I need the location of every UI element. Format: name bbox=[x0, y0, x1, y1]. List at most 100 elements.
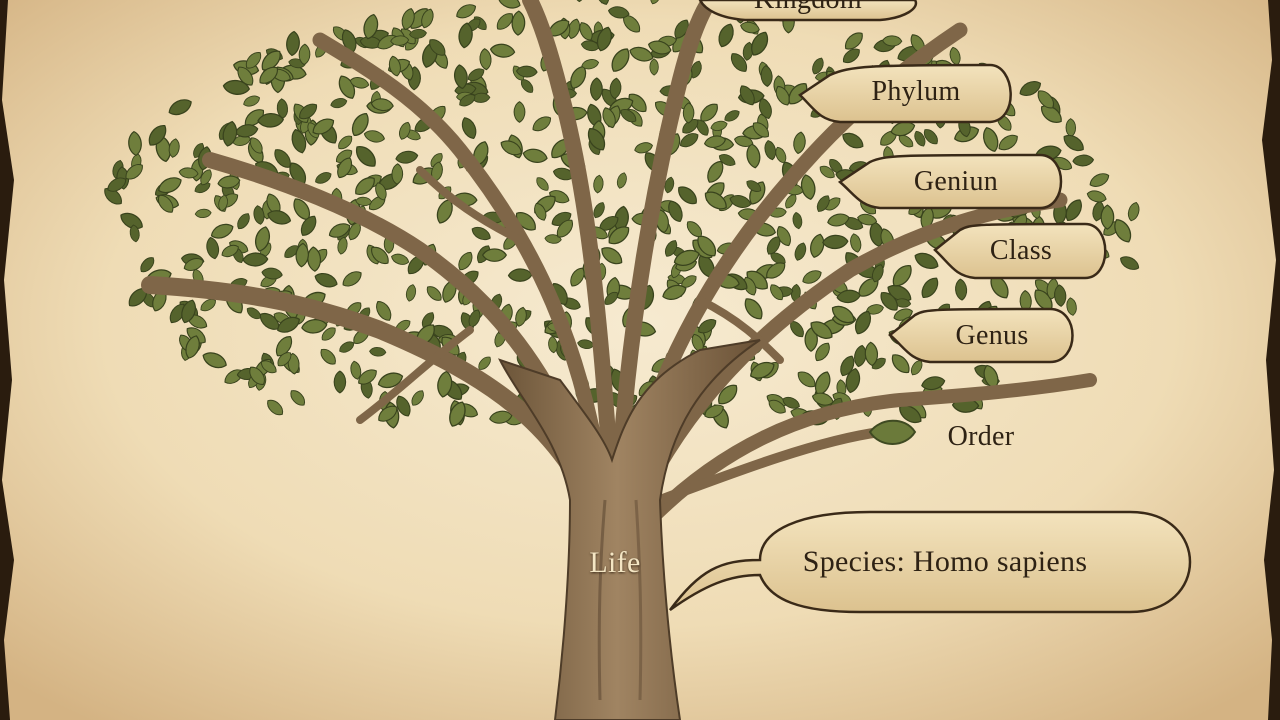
leaf bbox=[370, 98, 394, 112]
leaf bbox=[315, 172, 332, 184]
leaf bbox=[579, 22, 593, 41]
leaf bbox=[391, 163, 404, 185]
leaf bbox=[1037, 90, 1054, 109]
leaf bbox=[698, 319, 717, 334]
leaf bbox=[815, 342, 830, 362]
leaf bbox=[750, 361, 775, 379]
class-bubble bbox=[933, 222, 1107, 280]
leaf bbox=[257, 113, 285, 128]
leaf bbox=[665, 240, 678, 257]
label-bubbles bbox=[669, 0, 1192, 614]
leaf bbox=[872, 264, 884, 283]
leaf bbox=[399, 121, 411, 140]
leaf bbox=[222, 120, 238, 147]
leaf bbox=[983, 364, 999, 389]
leaf bbox=[532, 116, 552, 132]
leaf bbox=[249, 366, 265, 385]
branch-order bbox=[655, 427, 885, 505]
branch-right-mid bbox=[632, 192, 1068, 508]
leaf bbox=[955, 278, 968, 301]
leaf bbox=[751, 31, 769, 56]
leaf bbox=[200, 299, 216, 312]
leaf bbox=[496, 13, 514, 30]
leaf bbox=[608, 226, 630, 245]
order-label: Order bbox=[947, 421, 1015, 452]
leaf bbox=[411, 390, 424, 406]
leaf bbox=[436, 199, 453, 224]
leaf bbox=[200, 169, 212, 186]
trunk-grain bbox=[634, 499, 643, 701]
leaf bbox=[704, 191, 727, 210]
leaf bbox=[601, 247, 623, 265]
leaf bbox=[500, 140, 522, 156]
leaf bbox=[1054, 284, 1067, 307]
leaf bbox=[730, 53, 748, 72]
leaf bbox=[648, 40, 672, 55]
leaf bbox=[286, 30, 300, 57]
leaf bbox=[1100, 204, 1115, 230]
branch-center-left bbox=[522, 0, 618, 468]
leaf bbox=[704, 404, 724, 419]
leaf bbox=[570, 65, 587, 89]
leaf bbox=[314, 273, 338, 288]
leaf bbox=[593, 202, 605, 219]
phylum-bubble bbox=[798, 63, 1012, 124]
leaf bbox=[620, 109, 637, 123]
leaf bbox=[391, 253, 410, 265]
leaf bbox=[842, 217, 864, 230]
leaf bbox=[245, 52, 262, 69]
leaf bbox=[819, 165, 835, 179]
leaf bbox=[471, 226, 491, 241]
leaf bbox=[816, 195, 830, 212]
leaf bbox=[254, 226, 271, 252]
leaf bbox=[459, 94, 476, 107]
leaf bbox=[746, 180, 762, 192]
leaf bbox=[390, 35, 410, 46]
leaf bbox=[673, 249, 700, 266]
leaf bbox=[854, 310, 872, 335]
leaf bbox=[234, 124, 259, 138]
leaf bbox=[178, 167, 199, 179]
leaf bbox=[210, 223, 234, 239]
leaf bbox=[998, 134, 1018, 151]
twig-left-high bbox=[416, 166, 524, 244]
leaf bbox=[611, 48, 630, 72]
leaf bbox=[842, 132, 864, 149]
leaf bbox=[782, 396, 800, 409]
leaf bbox=[348, 222, 361, 241]
leaf bbox=[800, 174, 816, 200]
leaf bbox=[243, 95, 261, 107]
leaf bbox=[429, 39, 446, 56]
leaf bbox=[892, 265, 912, 287]
leaf bbox=[587, 127, 606, 151]
leaf bbox=[300, 215, 317, 236]
leaf bbox=[409, 28, 427, 39]
leaf bbox=[880, 292, 898, 311]
leaf bbox=[369, 347, 387, 357]
leaf bbox=[921, 277, 939, 298]
leaf bbox=[515, 306, 527, 327]
leaf bbox=[752, 122, 769, 138]
leaf bbox=[668, 200, 683, 223]
leaf bbox=[338, 135, 353, 150]
leaf bbox=[431, 161, 443, 182]
leaf bbox=[811, 392, 834, 406]
leaf bbox=[355, 177, 375, 196]
leaf bbox=[634, 142, 653, 154]
leaf bbox=[1066, 297, 1077, 316]
leaf bbox=[461, 117, 477, 140]
leaf bbox=[515, 65, 538, 78]
trunk-life-label: Life bbox=[589, 546, 641, 579]
leaf bbox=[140, 257, 155, 273]
leaf bbox=[864, 341, 879, 367]
tree-trunk bbox=[498, 339, 761, 720]
leaf bbox=[261, 360, 277, 374]
leaf bbox=[1114, 219, 1132, 243]
leaf bbox=[602, 107, 616, 129]
leaf bbox=[396, 395, 411, 417]
leaf bbox=[337, 236, 348, 255]
species-bubble bbox=[669, 510, 1192, 614]
leaf bbox=[548, 335, 558, 354]
leaf bbox=[703, 135, 727, 148]
leaf bbox=[595, 0, 610, 5]
